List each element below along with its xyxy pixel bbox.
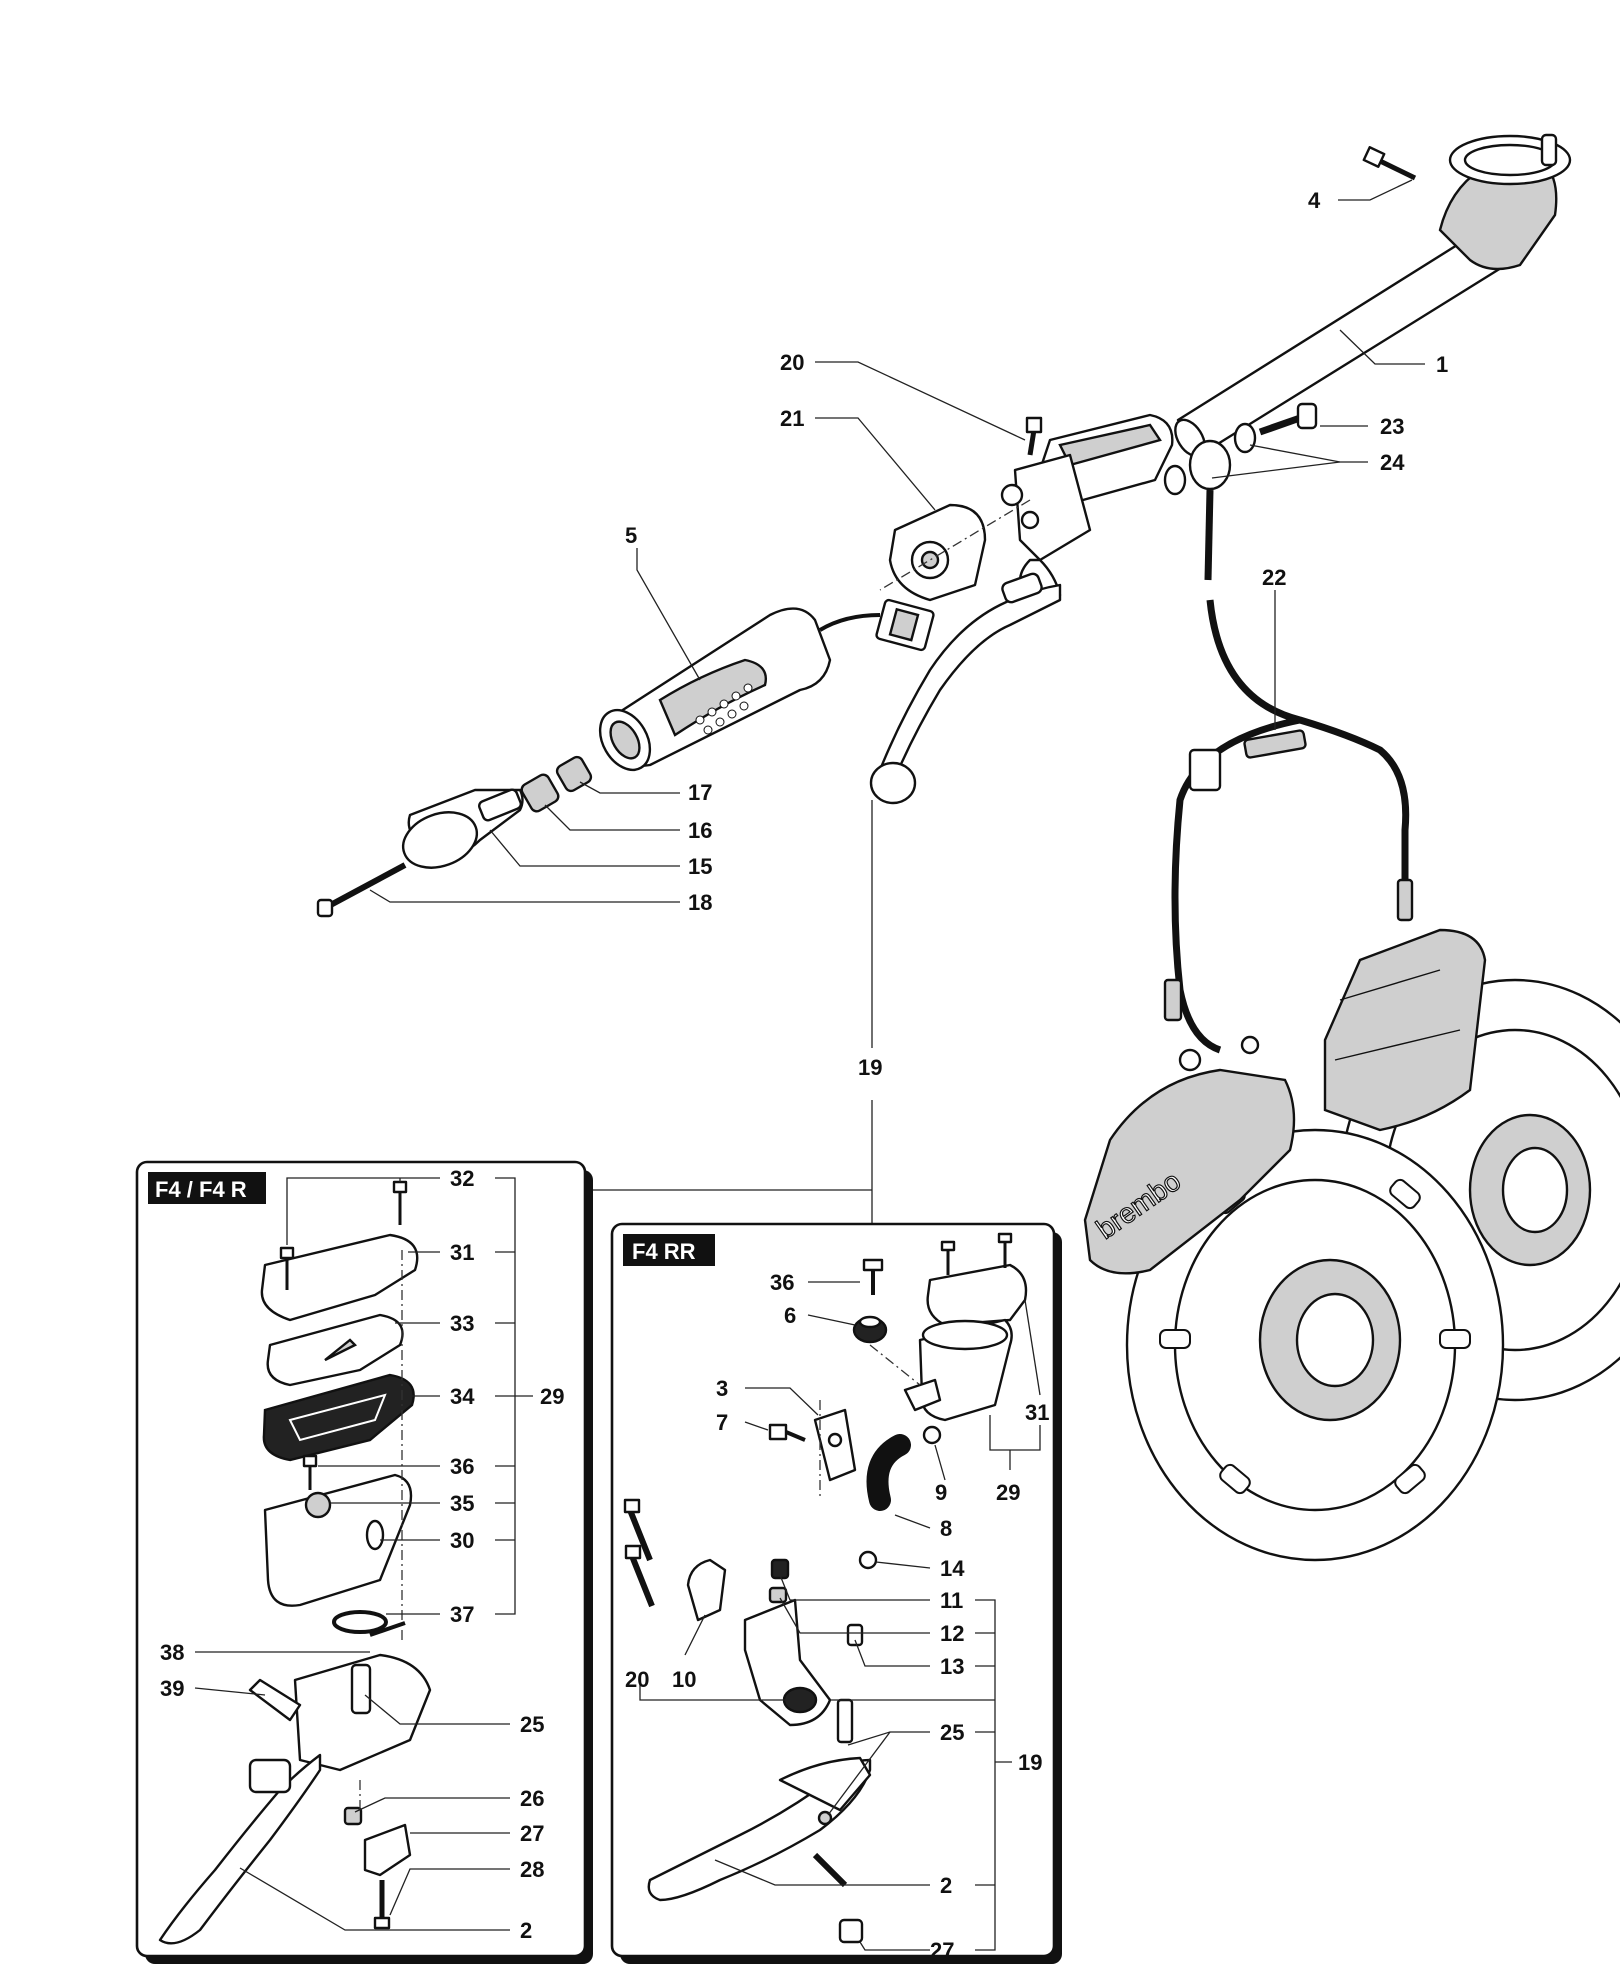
callout-25-right: 25: [940, 1720, 964, 1745]
callout-37: 37: [450, 1602, 474, 1627]
callout-24: 24: [1380, 450, 1405, 475]
brake-lever: [869, 572, 1062, 805]
callout-34: 34: [450, 1384, 475, 1409]
callout-13: 13: [940, 1654, 964, 1679]
callout-9: 9: [935, 1480, 947, 1505]
panel-tag-f4rr: F4 RR: [632, 1239, 696, 1264]
callout-7: 7: [716, 1410, 728, 1435]
callout-28: 28: [520, 1857, 544, 1882]
callout-12: 12: [940, 1621, 964, 1646]
brake-caliper-rear: [1323, 928, 1487, 1132]
grip-connector: [818, 598, 935, 652]
callout-4: 4: [1308, 188, 1321, 213]
right-panel-callouts: 36 6 3 7 31 9 29 8 14 11 12 13 20 10 25: [625, 1270, 1049, 1963]
callout-16: 16: [688, 818, 712, 843]
bolt-18: [316, 862, 407, 918]
bar-end-weight-15: [402, 788, 524, 869]
callout-8: 8: [940, 1516, 952, 1541]
upper-callouts: 4 1 20 21 23 24 5 22 17 16 15 18 19: [369, 179, 1448, 1224]
callout-5: 5: [625, 523, 637, 548]
handlebar-grip-5: [598, 607, 832, 772]
brake-master-cylinder: [1000, 413, 1174, 607]
handlebar-clip-on: [1174, 133, 1572, 458]
callout-20: 20: [780, 350, 804, 375]
callout-27-left: 27: [520, 1821, 544, 1846]
callout-36-right: 36: [770, 1270, 794, 1295]
callout-21: 21: [780, 406, 804, 431]
callout-1: 1: [1436, 352, 1448, 377]
callout-26: 26: [520, 1786, 544, 1811]
callout-31-right: 31: [1025, 1400, 1049, 1425]
callout-29-left: 29: [540, 1384, 564, 1409]
callout-3: 3: [716, 1376, 728, 1401]
panel-f4rr: F4 RR: [610, 1222, 1062, 1964]
callout-20-right: 20: [625, 1667, 649, 1692]
callout-22: 22: [1262, 565, 1286, 590]
callout-25-left: 25: [520, 1712, 544, 1737]
callout-2-left: 2: [520, 1918, 532, 1943]
callout-19-right: 19: [1018, 1750, 1042, 1775]
bolt-4: [1362, 146, 1417, 181]
callout-15: 15: [688, 854, 712, 879]
callout-30: 30: [450, 1528, 474, 1553]
switch-housing-21: [888, 503, 987, 602]
callout-17: 17: [688, 780, 712, 805]
panel-f4-f4r: F4 / F4 R: [135, 1160, 593, 1964]
callout-10: 10: [672, 1667, 696, 1692]
panel-tag-f4-f4r: F4 / F4 R: [155, 1177, 247, 1202]
callout-14: 14: [940, 1556, 965, 1581]
callout-29-right: 29: [996, 1480, 1020, 1505]
callout-6: 6: [784, 1303, 796, 1328]
callout-33: 33: [450, 1311, 474, 1336]
screw-20: [1025, 416, 1043, 456]
callout-19: 19: [858, 1055, 882, 1080]
callout-18: 18: [688, 890, 712, 915]
callout-31: 31: [450, 1240, 474, 1265]
callout-27-right: 27: [930, 1938, 954, 1963]
callout-36: 36: [450, 1454, 474, 1479]
callout-38: 38: [160, 1640, 184, 1665]
callout-11: 11: [940, 1588, 963, 1613]
callout-32: 32: [450, 1166, 474, 1191]
brake-hoses-22: [1163, 489, 1414, 1054]
left-panel-callouts: 32 31 33 34 36 35 30 37 29 38 39 25 26 2: [160, 1166, 564, 1943]
callout-2-right: 2: [940, 1873, 952, 1898]
callout-39: 39: [160, 1676, 184, 1701]
callout-23: 23: [1380, 414, 1404, 439]
brake-caliper-front: brembo: [1083, 1035, 1296, 1275]
bar-end-springs: [520, 755, 593, 813]
brake-disc-front: [1125, 1128, 1505, 1562]
callout-35: 35: [450, 1491, 474, 1516]
